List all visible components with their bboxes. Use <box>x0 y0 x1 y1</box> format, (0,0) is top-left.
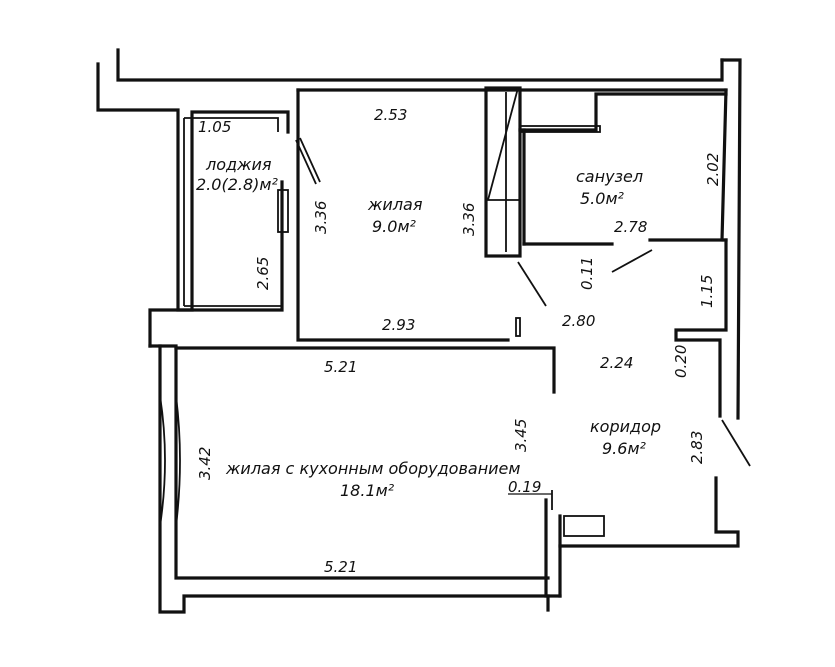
loggia-inner <box>184 117 279 132</box>
top-inner-wall <box>296 88 510 342</box>
dim-bedroom-left: 3.36 <box>312 201 330 234</box>
dimension-labels: 1.05 2.65 2.53 3.36 3.36 2.93 2.02 2.78 … <box>196 106 722 576</box>
loggia-door-frame <box>277 189 289 233</box>
right-inner-wall <box>720 88 728 242</box>
right-outer-wall <box>720 58 742 420</box>
top-outer-wall-upper <box>116 48 724 82</box>
vent-shaft-diag <box>487 87 519 201</box>
dim-living-bottom: 5.21 <box>324 558 357 576</box>
bedroom-name: жилая <box>367 195 423 214</box>
window-bay-2 <box>175 395 181 527</box>
living-right-wall <box>544 498 562 598</box>
bathroom-name: санузел <box>576 167 643 186</box>
dim-corr-2-80: 2.80 <box>562 312 595 330</box>
dim-living-0-19: 0.19 <box>508 478 541 496</box>
dim-bath-right: 2.02 <box>704 153 722 186</box>
dim-corr-1-15: 1.15 <box>698 275 716 308</box>
dim-loggia-side: 2.65 <box>254 257 272 290</box>
bedroom-door-2 <box>299 137 321 183</box>
loggia-name: лоджия <box>205 155 272 174</box>
vent-shaft <box>484 86 522 258</box>
dim-living-top: 5.21 <box>324 358 357 376</box>
walls <box>96 48 751 614</box>
dim-bath-gap: 0.11 <box>578 257 596 290</box>
room-labels: лоджия 2.0(2.8)м² жилая 9.0м² санузел 5.… <box>196 155 661 500</box>
bathroom-door <box>611 249 653 273</box>
corridor-name: коридор <box>590 417 661 436</box>
living-bottom-wall <box>174 346 550 580</box>
bedroom-area: 9.0м² <box>372 217 417 236</box>
dim-living-right: 3.45 <box>512 419 530 452</box>
dim-corr-0-20: 0.20 <box>672 345 690 378</box>
corridor-post <box>515 317 521 337</box>
bathroom-inner-box <box>519 125 601 133</box>
dim-corr-2-83: 2.83 <box>688 431 706 464</box>
dim-bedroom-top: 2.53 <box>374 106 407 124</box>
corridor-right-lower <box>558 476 740 598</box>
window-bay <box>159 395 166 527</box>
living-area: 18.1м² <box>340 481 395 500</box>
dim-bedroom-bottom: 2.93 <box>382 316 415 334</box>
corridor-right-upper <box>674 238 728 418</box>
dim-loggia-top: 1.05 <box>198 118 231 136</box>
bathroom-area: 5.0м² <box>580 189 625 208</box>
entrance-door <box>721 419 751 467</box>
living-outer-bottom <box>158 344 550 614</box>
bedroom-door <box>295 139 317 185</box>
corridor-door-diag <box>517 261 547 307</box>
dim-corr-2-24: 2.24 <box>600 354 633 372</box>
loggia-right-wall <box>148 180 284 348</box>
dim-bedroom-right: 3.36 <box>460 203 478 236</box>
corridor-area: 9.6м² <box>602 439 647 458</box>
dim-living-left: 3.42 <box>196 447 214 480</box>
dim-bath-bottom: 2.78 <box>614 218 647 236</box>
bathroom-walls <box>518 92 728 132</box>
closet-box <box>563 515 605 537</box>
living-name: жилая с кухонным оборудованием <box>225 459 520 478</box>
loggia-area: 2.0(2.8)м² <box>196 175 278 194</box>
